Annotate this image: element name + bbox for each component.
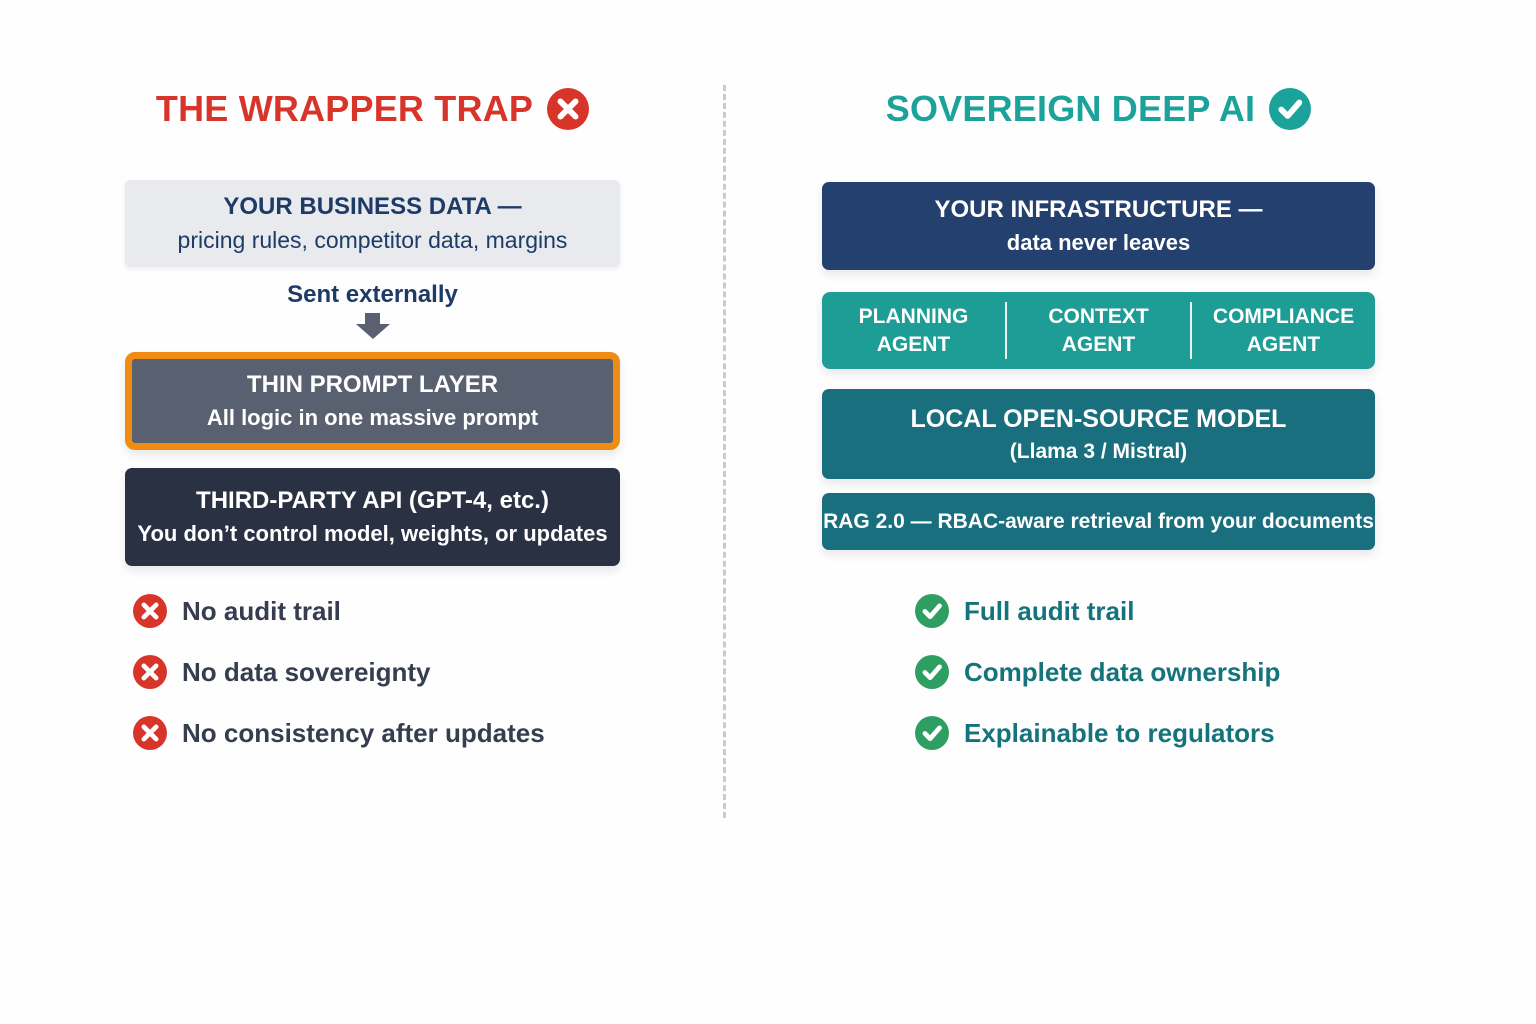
- context-agent-cell: CONTEXT AGENT: [1007, 292, 1190, 369]
- x-circle-icon: [133, 655, 167, 689]
- thin-prompt-layer-box: THIN PROMPT LAYER All logic in one massi…: [125, 352, 620, 450]
- list-item: No audit trail: [133, 589, 620, 633]
- agent-label-line: CONTEXT: [1048, 304, 1149, 328]
- bullet-text: No consistency after updates: [182, 717, 545, 748]
- bullet-text: No audit trail: [182, 595, 341, 626]
- rag-box: RAG 2.0 — RBAC-aware retrieval from your…: [822, 493, 1375, 550]
- check-circle-icon: [915, 716, 949, 750]
- bullet-text: Complete data ownership: [964, 656, 1281, 687]
- down-arrow-icon: [355, 313, 390, 339]
- x-circle-icon: [547, 88, 590, 130]
- down-arrow-stem: [365, 313, 380, 324]
- sovereign-ai-bullet-list: Full audit trail Complete data ownership…: [915, 589, 1375, 755]
- check-circle-icon: [1269, 88, 1312, 130]
- business-data-subtitle: pricing rules, competitor data, margins: [177, 226, 568, 253]
- business-data-box: YOUR BUSINESS DATA — pricing rules, comp…: [125, 180, 620, 267]
- x-circle-icon: [133, 716, 167, 750]
- bullet-text: Full audit trail: [964, 595, 1135, 626]
- column-divider-line: [723, 85, 726, 818]
- down-arrow-head: [355, 324, 390, 339]
- wrapper-trap-bullet-list: No audit trail No data sovereignty No co…: [133, 589, 620, 755]
- local-model-subtitle: (Llama 3 / Mistral): [1009, 439, 1188, 463]
- agent-label-line: AGENT: [1246, 332, 1321, 356]
- rag-label: RAG 2.0: [823, 509, 905, 533]
- sovereign-ai-column: SOVEREIGN DEEP AI YOUR INFRASTRUCTURE — …: [822, 85, 1375, 755]
- list-item: No consistency after updates: [133, 711, 620, 755]
- infrastructure-subtitle: data never leaves: [1006, 229, 1191, 255]
- list-item: Explainable to regulators: [915, 711, 1375, 755]
- local-model-title: LOCAL OPEN-SOURCE MODEL: [910, 404, 1287, 433]
- third-party-api-box: THIRD-PARTY API (GPT-4, etc.) You don’t …: [125, 468, 620, 566]
- third-party-api-subtitle: You don’t control model, weights, or upd…: [137, 520, 608, 546]
- wrapper-trap-column: THE WRAPPER TRAP YOUR BUSINESS DATA — pr…: [125, 85, 620, 755]
- list-item: No data sovereignty: [133, 650, 620, 694]
- left-column-title: THE WRAPPER TRAP: [155, 88, 534, 129]
- list-item: Full audit trail: [915, 589, 1375, 633]
- agent-label-line: PLANNING: [858, 304, 969, 328]
- agent-separator: [1190, 302, 1192, 359]
- bullet-text: No data sovereignty: [182, 656, 431, 687]
- left-column-header: THE WRAPPER TRAP: [125, 85, 620, 133]
- right-column-title: SOVEREIGN DEEP AI: [885, 88, 1256, 129]
- bullet-text: Explainable to regulators: [964, 717, 1275, 748]
- infrastructure-box: YOUR INFRASTRUCTURE — data never leaves: [822, 182, 1375, 270]
- check-circle-icon: [915, 594, 949, 628]
- list-item: Complete data ownership: [915, 650, 1375, 694]
- agent-label-line: AGENT: [876, 332, 951, 356]
- business-data-title: YOUR BUSINESS DATA —: [223, 192, 522, 220]
- rag-description: — RBAC-aware retrieval from your documen…: [904, 509, 1374, 533]
- agent-label-line: COMPLIANCE: [1212, 304, 1355, 328]
- compliance-agent-cell: COMPLIANCE AGENT: [1192, 292, 1375, 369]
- sent-externally-label: Sent externally: [287, 281, 458, 308]
- x-circle-icon: [133, 594, 167, 628]
- agent-label-line: AGENT: [1061, 332, 1136, 356]
- planning-agent-cell: PLANNING AGENT: [822, 292, 1005, 369]
- local-model-box: LOCAL OPEN-SOURCE MODEL (Llama 3 / Mistr…: [822, 389, 1375, 479]
- infrastructure-title: YOUR INFRASTRUCTURE —: [934, 195, 1263, 223]
- thin-prompt-layer-subtitle: All logic in one massive prompt: [206, 404, 539, 430]
- agents-row: PLANNING AGENT CONTEXT AGENT COMPLIANCE …: [822, 292, 1375, 369]
- agent-separator: [1005, 302, 1007, 359]
- check-circle-icon: [915, 655, 949, 689]
- right-column-header: SOVEREIGN DEEP AI: [822, 85, 1375, 133]
- thin-prompt-layer-title: THIN PROMPT LAYER: [246, 370, 499, 398]
- third-party-api-title: THIRD-PARTY API (GPT-4, etc.): [196, 486, 549, 514]
